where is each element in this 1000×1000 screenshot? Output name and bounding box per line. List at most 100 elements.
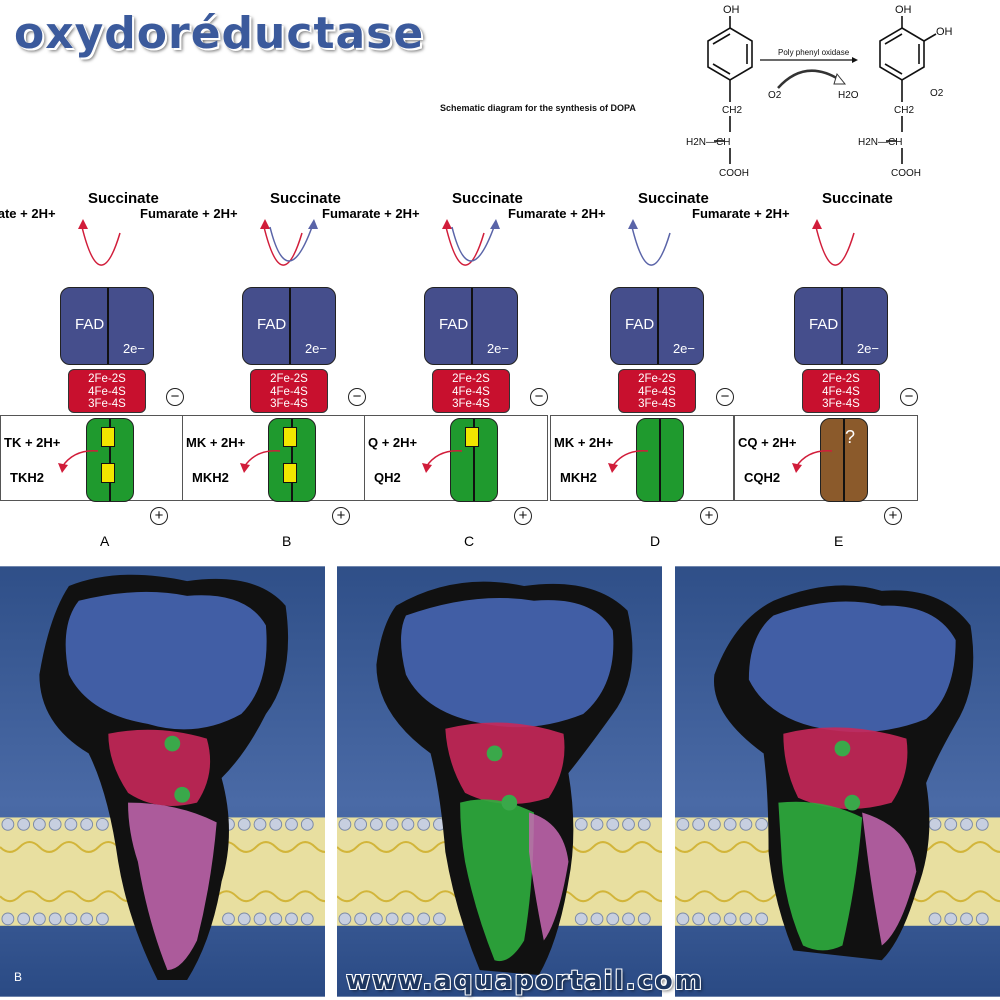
heme-b-2	[283, 463, 297, 483]
reaction-arrows	[628, 219, 671, 266]
fe-s-clusters: 2Fe-2S 4Fe-4S 3Fe-4S	[432, 369, 510, 413]
fe-s-clusters: 2Fe-2S 4Fe-4S 3Fe-4S	[68, 369, 146, 413]
page-title: oxydoréductase	[14, 8, 425, 59]
fad-domain: FAD 2e−	[60, 287, 154, 365]
membrane-anchor	[86, 418, 134, 502]
heme-b-1	[101, 427, 115, 447]
panel-d: Succinate Fumarate + 2H+ FAD 2e− 2Fe-2S …	[508, 185, 750, 555]
fe-s-cluster-2: 4Fe-4S	[822, 385, 860, 398]
reaction-arrows	[442, 219, 500, 266]
fad-label: FAD	[75, 316, 105, 333]
plus-sign: +	[884, 507, 902, 525]
panel-letter: A	[100, 533, 110, 549]
minus-sign: −	[900, 388, 918, 406]
fad-label: FAD	[625, 316, 655, 333]
succinate-label: Succinate	[822, 190, 893, 207]
panel-e: Succinate Fumarate + 2H+ FAD 2e− 2Fe-2S …	[692, 185, 934, 555]
o2-right: O2	[930, 88, 944, 99]
fad-domain: FAD 2e−	[610, 287, 704, 365]
fe-s-cluster-3: 3Fe-4S	[270, 398, 308, 410]
electron-label: 2e−	[486, 341, 509, 356]
cooh-left: COOH	[719, 168, 749, 179]
succinate-label: Succinate	[270, 190, 341, 207]
electron-label: 2e−	[672, 341, 695, 356]
fe-s-cluster-2: 4Fe-4S	[638, 385, 676, 398]
plus-sign: +	[514, 507, 532, 525]
reaction-arrows	[78, 219, 121, 266]
ch2-left: CH2	[722, 105, 742, 116]
fad-label: FAD	[809, 316, 839, 333]
cooh-right: COOH	[891, 168, 921, 179]
minus-sign: −	[716, 388, 734, 406]
website-watermark: www.aquaportail.com	[346, 966, 704, 996]
oh-left: OH	[723, 4, 740, 16]
fe-s-cluster-3: 3Fe-4S	[822, 398, 860, 410]
quinone-reduction-arrow	[792, 450, 833, 473]
fe-s-cluster-1: 2Fe-2S	[270, 373, 308, 385]
structure-image-2	[337, 566, 662, 997]
fe-s-cluster-1: 2Fe-2S	[822, 373, 860, 385]
membrane-anchor	[636, 418, 684, 502]
quinol-label: MKH2	[560, 470, 597, 485]
minus-sign: −	[166, 388, 184, 406]
membrane-anchor	[268, 418, 316, 502]
fe-s-clusters: 2Fe-2S 4Fe-4S 3Fe-4S	[802, 369, 880, 413]
fad-label: FAD	[439, 316, 469, 333]
quinone-reduction-arrow	[58, 450, 99, 473]
membrane-anchor	[450, 418, 498, 502]
quinone-label: MK + 2H+	[554, 435, 614, 450]
panel-letter: C	[464, 533, 475, 549]
fe-s-cluster-3: 3Fe-4S	[452, 398, 490, 410]
minus-sign: −	[530, 388, 548, 406]
fad-label: FAD	[257, 316, 287, 333]
fe-s-cluster-2: 4Fe-4S	[270, 385, 308, 398]
enzyme-label: Poly phenyl oxidase	[778, 48, 850, 57]
structure-image-3	[675, 566, 1000, 997]
heme-b-2	[101, 463, 115, 483]
quinone-label: MK + 2H+	[186, 435, 246, 450]
structure-panel-label: B	[14, 970, 23, 984]
succinate-label: Succinate	[452, 190, 523, 207]
amine-left: H2N—CH	[686, 137, 730, 148]
panel-letter: E	[834, 533, 844, 549]
fumarate-label: Fumarate + 2H+	[0, 206, 56, 221]
heme-b-1	[465, 427, 479, 447]
amine-right: H2N—CH	[858, 137, 902, 148]
fad-domain: FAD 2e−	[242, 287, 336, 365]
fe-s-cluster-2: 4Fe-4S	[452, 385, 490, 398]
fe-s-cluster-2: 4Fe-4S	[88, 385, 126, 398]
fe-s-cluster-1: 2Fe-2S	[452, 373, 490, 385]
oh-right-1: OH	[895, 4, 912, 16]
fad-domain: FAD 2e−	[794, 287, 888, 365]
quinone-label: CQ + 2H+	[738, 435, 797, 450]
electron-label: 2e−	[856, 341, 879, 356]
quinone-reduction-arrow	[240, 450, 281, 473]
reaction-arrows	[812, 219, 855, 266]
plus-sign: +	[700, 507, 718, 525]
unknown-cofactor: ?	[845, 427, 856, 447]
succinate-label: Succinate	[638, 190, 709, 207]
schematic-label: Schematic diagram for the synthesis of D…	[440, 103, 636, 113]
oh-right-2: OH	[936, 26, 953, 38]
ch2-right: CH2	[894, 105, 914, 116]
dopa-synthesis-scheme: OH CH2 H2N—CH COOH Poly phenyl oxidase O…	[686, 4, 953, 179]
h2o-label: H2O	[838, 90, 859, 101]
panel-a: Succinate Fumarate + 2H+ FAD 2e− 2Fe-2S …	[0, 185, 200, 555]
fumarate-label: Fumarate + 2H+	[508, 206, 606, 221]
fumarate-label: Fumarate + 2H+	[692, 206, 790, 221]
tyrosine-structure	[707, 16, 753, 164]
quinone-label: Q + 2H+	[368, 435, 418, 450]
panel-c: Succinate Fumarate + 2H+ FAD 2e− 2Fe-2S …	[322, 185, 564, 555]
plus-sign: +	[150, 507, 168, 525]
electron-label: 2e−	[122, 341, 145, 356]
minus-sign: −	[348, 388, 366, 406]
reaction-arrows	[260, 219, 318, 266]
panel-b: Succinate Fumarate + 2H+ FAD 2e− 2Fe-2S …	[140, 185, 382, 555]
fumarate-label: Fumarate + 2H+	[322, 206, 420, 221]
plus-sign: +	[332, 507, 350, 525]
o2-left: O2	[768, 90, 782, 101]
quinone-reduction-arrow	[422, 450, 463, 473]
quinol-label: MKH2	[192, 470, 229, 485]
heme-b-1	[283, 427, 297, 447]
fe-s-cluster-1: 2Fe-2S	[88, 373, 126, 385]
